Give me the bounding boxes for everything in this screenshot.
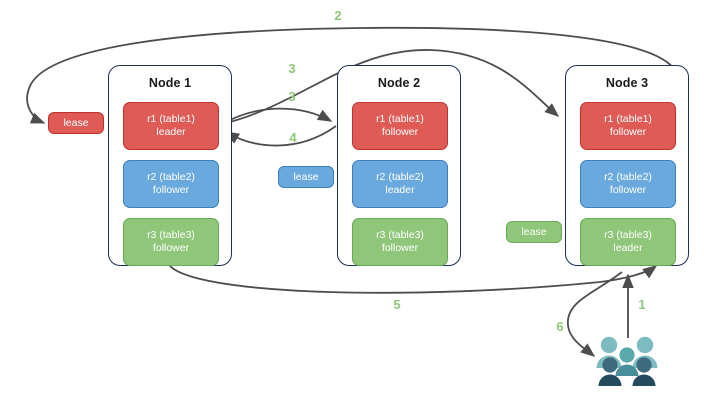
node-2[interactable]: Node 2 r1 (table1) follower r2 (table2) … xyxy=(337,65,461,266)
node-2-title: Node 2 xyxy=(377,76,421,90)
node-3-replica-r2[interactable]: r2 (table2) follower xyxy=(580,160,676,208)
replica-role: follower xyxy=(609,126,647,138)
node-3[interactable]: Node 3 r1 (table1) follower r2 (table2) … xyxy=(565,65,689,266)
node-1-replica-r1[interactable]: r1 (table1) leader xyxy=(123,102,219,150)
node-2-replica-r3[interactable]: r3 (table3) follower xyxy=(352,218,448,266)
step-label-6: 6 xyxy=(556,319,564,334)
lease-green[interactable]: lease xyxy=(506,221,562,243)
node-2-replica-r1[interactable]: r1 (table1) follower xyxy=(352,102,448,150)
people-group-icon xyxy=(596,336,658,386)
node-3-replica-r3[interactable]: r3 (table3) leader xyxy=(580,218,676,266)
node-1[interactable]: Node 1 r1 (table1) leader r2 (table2) fo… xyxy=(108,65,232,266)
edge-step-3-to-node3 xyxy=(221,49,560,125)
step-label-2: 2 xyxy=(334,8,342,23)
replica-name: r1 (table1) xyxy=(604,113,652,125)
edge-step-6 xyxy=(567,271,623,357)
edge-step-2 xyxy=(26,26,677,124)
replica-role: follower xyxy=(152,184,190,196)
edge-step-4 xyxy=(224,125,337,147)
replica-name: r3 (table3) xyxy=(376,229,424,241)
step-label-3b: 3 xyxy=(288,89,296,104)
replica-name: r2 (table2) xyxy=(604,171,652,183)
replica-role: follower xyxy=(152,242,190,254)
replica-role: follower xyxy=(609,184,647,196)
node-3-replica-r1[interactable]: r1 (table1) follower xyxy=(580,102,676,150)
replica-name: r2 (table2) xyxy=(376,171,424,183)
replica-name: r3 (table3) xyxy=(147,229,195,241)
replica-role: follower xyxy=(381,126,419,138)
replica-role: leader xyxy=(156,126,186,138)
replica-role: leader xyxy=(385,184,415,196)
step-label-4: 4 xyxy=(289,130,297,145)
edge-step-3-to-node2 xyxy=(221,107,333,125)
step-label-1: 1 xyxy=(638,297,646,312)
replica-name: r1 (table1) xyxy=(376,113,424,125)
replica-role: leader xyxy=(613,242,643,254)
step-label-5: 5 xyxy=(393,297,401,312)
node-2-replica-r2[interactable]: r2 (table2) leader xyxy=(352,160,448,208)
lease-blue[interactable]: lease xyxy=(278,166,334,188)
node-1-replica-r3[interactable]: r3 (table3) follower xyxy=(123,218,219,266)
step-label-3a: 3 xyxy=(288,61,296,76)
lease-red[interactable]: lease xyxy=(48,112,104,134)
node-1-title: Node 1 xyxy=(148,76,192,90)
replica-name: r1 (table1) xyxy=(147,113,195,125)
replica-name: r3 (table3) xyxy=(604,229,652,241)
edge-step-5 xyxy=(169,265,658,294)
node-1-replica-r2[interactable]: r2 (table2) follower xyxy=(123,160,219,208)
node-3-title: Node 3 xyxy=(605,76,649,90)
replica-name: r2 (table2) xyxy=(147,171,195,183)
replica-role: follower xyxy=(381,242,419,254)
